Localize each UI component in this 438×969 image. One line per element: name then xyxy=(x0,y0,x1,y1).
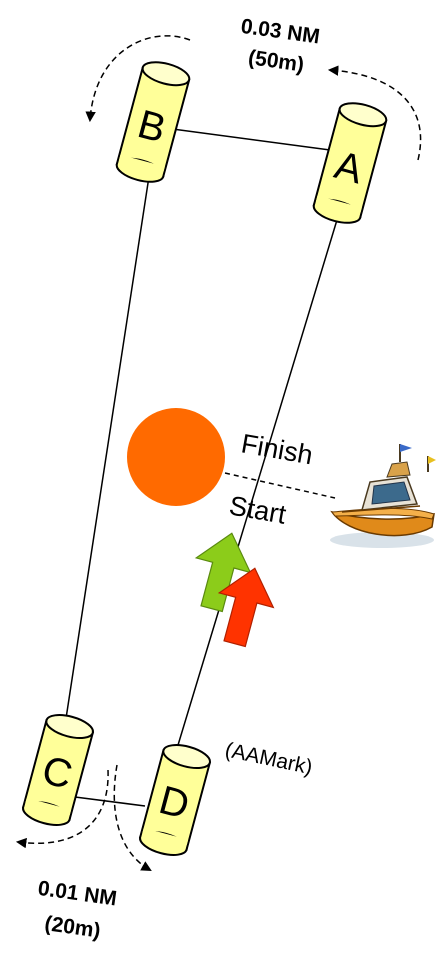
distance-bottom-line1: 0.01 NM xyxy=(36,877,118,911)
committee-boat-icon xyxy=(330,444,436,548)
finish-label: Finish xyxy=(239,428,315,470)
start-label: Start xyxy=(227,490,289,530)
distance-top: 0.03 NM (50m) xyxy=(235,15,321,79)
distance-top-line2: (50m) xyxy=(247,46,306,77)
mark-note: (AAMark) xyxy=(223,738,315,779)
distance-top-line1: 0.03 NM xyxy=(239,15,321,49)
buoy-a: A xyxy=(311,99,388,227)
course-line-c-d xyxy=(75,797,145,806)
buoy-c: C xyxy=(21,711,96,830)
finish-mark-circle xyxy=(127,408,225,506)
buoy-d: D xyxy=(138,741,213,860)
distance-bottom: 0.01 NM (20m) xyxy=(32,877,119,944)
distance-bottom-line2: (20m) xyxy=(43,912,102,943)
course-line-b-a xyxy=(165,128,330,150)
buoy-b: B xyxy=(114,58,191,186)
